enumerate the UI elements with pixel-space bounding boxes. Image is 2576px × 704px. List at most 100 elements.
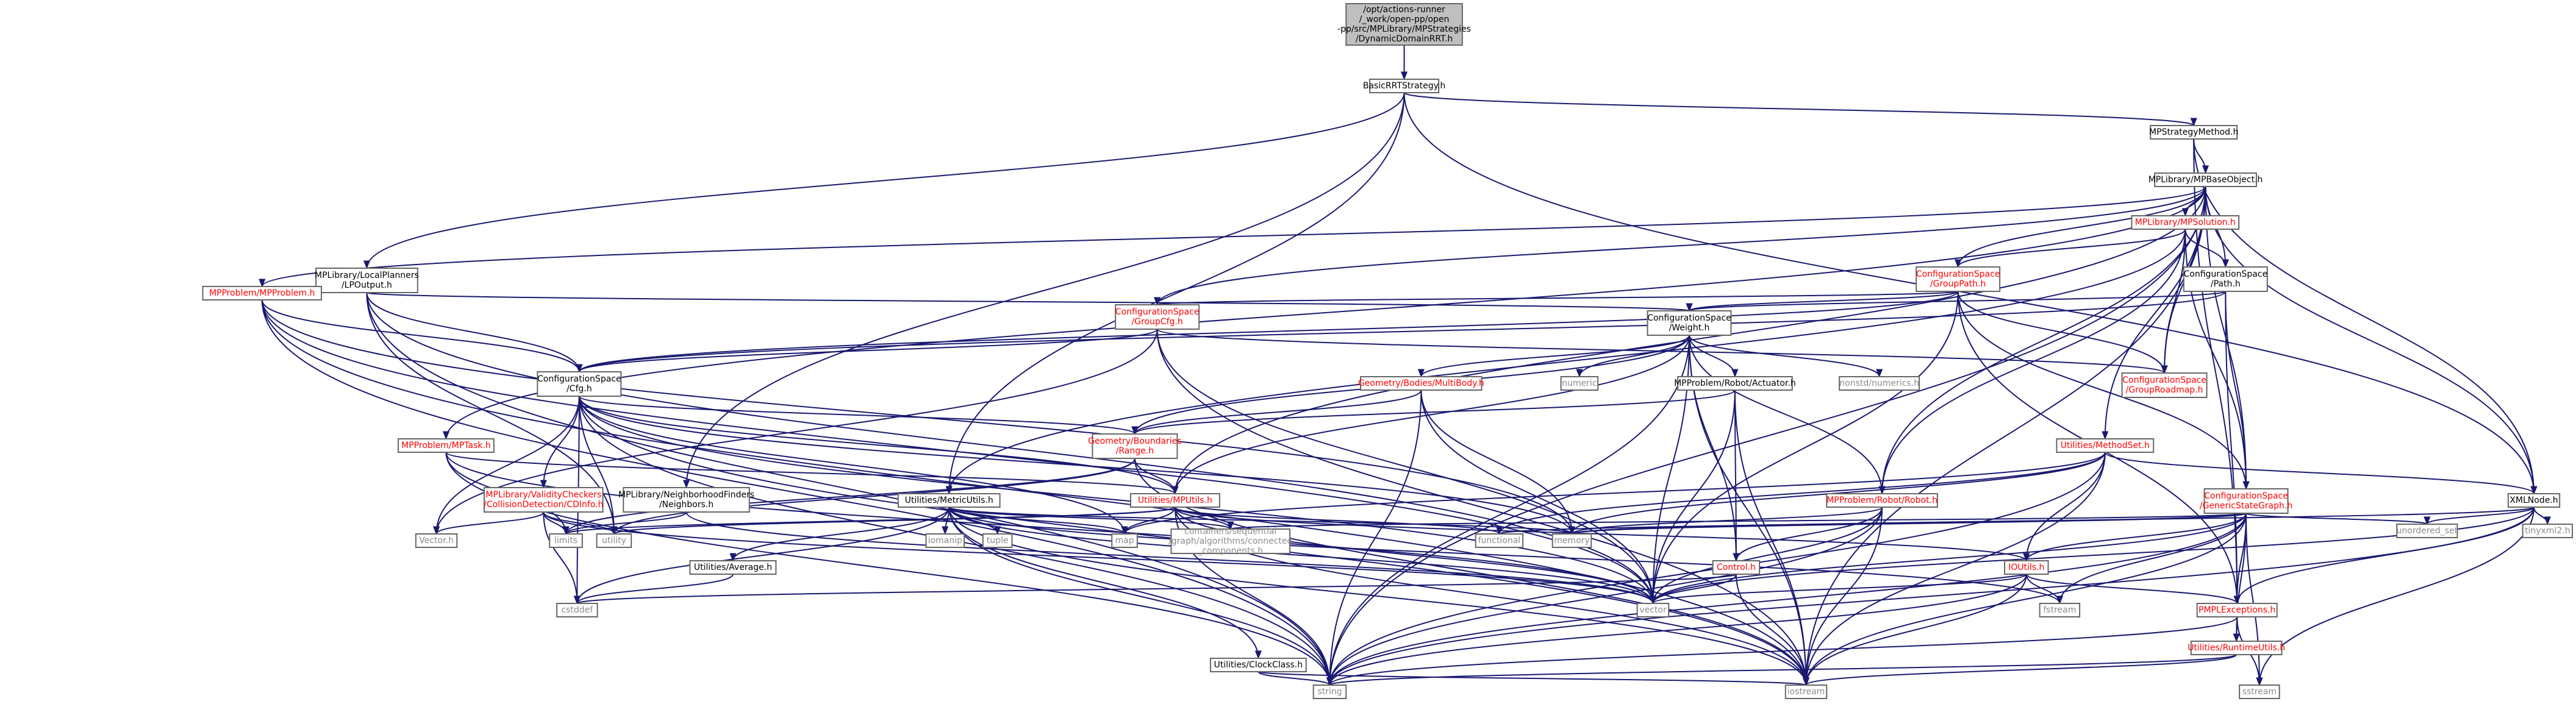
- node-box: [2039, 603, 2081, 617]
- node-mpsm[interactable]: MPStrategyMethod.h: [2149, 125, 2238, 140]
- node-numeric[interactable]: numeric: [1560, 376, 1599, 391]
- edge-xmlnode-to-string: [1326, 507, 2535, 686]
- node-box: [1551, 533, 1592, 548]
- node-box: [2203, 488, 2289, 514]
- node-box: [1916, 266, 2001, 292]
- node-label: string: [1317, 687, 1342, 697]
- node-control[interactable]: Control.h: [1712, 560, 1761, 575]
- node-groupcfg[interactable]: ConfigurationSpace/GroupCfg.h: [1115, 304, 1200, 330]
- node-box: [2131, 215, 2240, 230]
- node-label: /GroupRoadmap.h: [2126, 385, 2203, 395]
- node-average[interactable]: Utilities/Average.h: [689, 560, 777, 575]
- node-vector[interactable]: vector: [1636, 603, 1670, 617]
- node-runtime[interactable]: Utilities/RuntimeUtils.h: [2188, 641, 2285, 655]
- node-tuple[interactable]: tuple: [982, 533, 1013, 548]
- node-lpout[interactable]: MPLibrary/LocalPlanners/LPOutput.h: [315, 268, 419, 293]
- node-multibody[interactable]: Geometry/Bodies/MultiBody.h: [1358, 376, 1484, 391]
- node-mptask[interactable]: MPProblem/MPTask.h: [398, 438, 495, 453]
- edge-weight-to-actuator: [1688, 335, 1739, 378]
- node-box: [1115, 304, 1200, 330]
- node-label: /GroupCfg.h: [1131, 317, 1182, 327]
- edge-mpbo-to-mpprob: [259, 186, 2206, 288]
- node-label: -pp/src/MPLibrary/MPStrategies: [1337, 24, 1471, 34]
- edge-metric-to-string: [948, 507, 1334, 686]
- node-box: [1839, 376, 1920, 391]
- node-mpsol[interactable]: MPLibrary/MPSolution.h: [2131, 215, 2240, 230]
- node-limits[interactable]: limits: [549, 533, 583, 548]
- node-robot[interactable]: MPProblem/Robot/Robot.h: [1826, 493, 1938, 508]
- node-label: fstream: [2043, 605, 2076, 615]
- node-actuator[interactable]: MPProblem/Robot/Actuator.h: [1674, 376, 1796, 391]
- node-box: [1209, 658, 1307, 672]
- node-weight[interactable]: ConfigurationSpace/Weight.h: [1647, 310, 1732, 336]
- node-map[interactable]: map: [1111, 533, 1138, 548]
- node-mpbo[interactable]: MPLibrary/MPBaseObject.h: [2148, 172, 2263, 187]
- node-cstddef[interactable]: cstddef: [556, 603, 598, 617]
- node-label: Geometry/Bodies/MultiBody.h: [1358, 379, 1484, 388]
- node-metric[interactable]: Utilities/MetricUtils.h: [897, 493, 1001, 508]
- node-label: IOUtils.h: [2008, 563, 2044, 572]
- edge-mputils-to-functional: [1174, 507, 1503, 535]
- node-nonstd[interactable]: nonstd/numerics.h: [1839, 376, 1920, 391]
- node-grouproad[interactable]: ConfigurationSpace/GroupRoadmap.h: [2121, 372, 2208, 398]
- node-string[interactable]: string: [1312, 684, 1347, 699]
- node-fstream[interactable]: fstream: [2039, 603, 2081, 617]
- node-validity[interactable]: MPLibrary/ValidityCheckers/CollisionDete…: [483, 487, 604, 513]
- edge-weight-to-string: [1326, 335, 1690, 686]
- node-label: iostream: [1787, 687, 1825, 697]
- node-label: Utilities/MetricUtils.h: [905, 496, 993, 505]
- edge-grouppath-to-weight: [1686, 291, 1959, 312]
- node-clock[interactable]: Utilities/ClockClass.h: [1209, 658, 1307, 672]
- node-label: ConfigurationSpace: [2122, 375, 2206, 385]
- node-neighbors[interactable]: MPLibrary/NeighborhoodFinders/Neighbors.…: [618, 487, 754, 513]
- node-box: [1475, 533, 1524, 548]
- edge-mpsm-to-xmlnode: [2193, 138, 2538, 495]
- edge-gsg-to-string: [1326, 513, 2247, 686]
- node-gsg[interactable]: ConfigurationSpace/GenericStateGraph.h: [2200, 488, 2292, 514]
- node-iostream[interactable]: iostream: [1784, 684, 1828, 699]
- node-grouppath[interactable]: ConfigurationSpace/GroupPath.h: [1916, 266, 2001, 292]
- node-label: vector: [1639, 605, 1667, 615]
- edge-basic-to-metric: [945, 92, 1405, 495]
- node-box: [537, 371, 622, 397]
- node-methodset[interactable]: Utilities/MethodSet.h: [2056, 438, 2155, 453]
- node-ioutils[interactable]: IOUtils.h: [2004, 560, 2049, 575]
- edge-gsg-to-sstream: [2245, 513, 2263, 686]
- edge-groupcfg-to-cfg: [576, 329, 1158, 373]
- edge-ioutils-to-iostream: [1802, 574, 2027, 686]
- edge-robot-to-control: [1733, 507, 1883, 562]
- node-xmlnode[interactable]: XMLNode.h: [2507, 493, 2561, 508]
- node-utility[interactable]: utility: [596, 533, 632, 548]
- edge-grouppath-to-gsg: [1957, 291, 2250, 490]
- edge-xmlnode-to-vector: [1650, 507, 2535, 605]
- node-mputils[interactable]: Utilities/MPUtils.h: [1129, 493, 1220, 508]
- edge-cfg-to-vector: [578, 396, 1656, 605]
- node-connected[interactable]: containers/sequential/graph/algorithms/c…: [1168, 527, 1292, 556]
- edge-metric-to-vector: [948, 507, 1656, 605]
- node-box: [1170, 528, 1290, 554]
- node-memory[interactable]: memory: [1551, 533, 1592, 548]
- node-functional[interactable]: functional: [1475, 533, 1524, 548]
- node-box: [1368, 79, 1440, 93]
- node-label: tinyxml2.h: [2525, 526, 2571, 536]
- node-mpprob[interactable]: MPProblem/MPProblem.h: [202, 286, 323, 300]
- node-cfg[interactable]: ConfigurationSpace/Cfg.h: [537, 371, 622, 397]
- node-tinyxml[interactable]: tinyxml2.h: [2522, 524, 2573, 538]
- node-label: functional: [1478, 536, 1521, 546]
- node-box: [398, 438, 495, 453]
- edge-mpbo-to-robot: [1878, 186, 2206, 495]
- node-range[interactable]: Geometry/Boundaries/Range.h: [1088, 433, 1182, 459]
- node-iomanip[interactable]: iomanip: [925, 533, 965, 548]
- node-unordered[interactable]: unordered_set: [2396, 524, 2458, 538]
- node-box: [2004, 560, 2049, 575]
- node-sstream[interactable]: sstream: [2239, 684, 2280, 699]
- node-basic[interactable]: BasicRRTStrategy.h: [1363, 79, 1445, 93]
- node-box: [2150, 125, 2238, 140]
- node-label: cstddef: [561, 605, 593, 615]
- node-box: [1677, 376, 1793, 391]
- node-pmpl[interactable]: PMPLExceptions.h: [2196, 603, 2278, 617]
- node-path[interactable]: ConfigurationSpace/Path.h: [2183, 266, 2268, 292]
- node-vector_n[interactable]: Vector.h: [415, 533, 458, 548]
- edge-clock-to-iostream: [1258, 671, 1809, 686]
- edge-range-to-mputils: [1134, 458, 1179, 495]
